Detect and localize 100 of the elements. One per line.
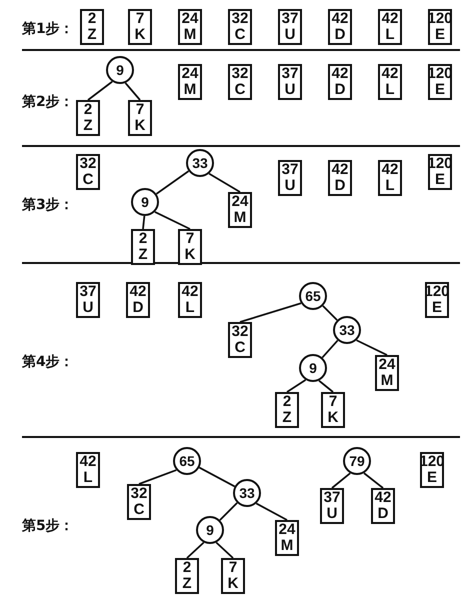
connector-line [154, 211, 190, 230]
leaf-box [76, 154, 100, 190]
node-text: Z [83, 118, 93, 134]
node-text: Z [87, 27, 97, 43]
node-text: D [334, 178, 346, 194]
leaf-box [425, 282, 449, 318]
node-text: 42 [382, 11, 398, 27]
node-text: 7 [136, 102, 144, 118]
node-text: C [234, 340, 246, 356]
weight-circle: 9 [196, 516, 224, 544]
node-text: 42 [382, 162, 398, 178]
leaf-box [178, 229, 202, 265]
connector-line [87, 80, 113, 101]
leaf-box [228, 64, 252, 100]
node-text: 2 [282, 394, 292, 410]
node-text: 7 [328, 394, 338, 410]
node-text: Z [138, 247, 148, 263]
node-text: C [82, 172, 94, 188]
weight-circle: 9 [106, 56, 134, 84]
node-text: 42 [382, 66, 398, 82]
connector-line [256, 502, 288, 521]
node-text: U [326, 506, 338, 522]
node-text: E [434, 27, 445, 43]
node-text: K [134, 118, 146, 134]
step-label: 第5步： [22, 517, 74, 535]
connector-line [138, 469, 177, 485]
node-text: M [184, 82, 196, 98]
node-text: C [134, 502, 144, 518]
connector-line [208, 172, 240, 193]
leaf-box [378, 64, 402, 100]
node-text: E [434, 82, 445, 98]
leaf-box [178, 282, 202, 318]
connector-line [240, 302, 302, 323]
node-text: 42 [332, 162, 348, 178]
node-text: 37 [282, 66, 298, 82]
connector-line [156, 170, 190, 195]
leaf-box [178, 64, 202, 100]
node-text: K [228, 576, 238, 592]
connector-line [286, 379, 306, 393]
step-label: 第3步： [22, 196, 74, 214]
leaf-box [378, 160, 402, 196]
leaf-box [127, 484, 151, 520]
node-text: U [284, 178, 296, 194]
weight-circle: 79 [343, 447, 371, 475]
weight-circle: 33 [233, 479, 261, 507]
leaf-box [128, 100, 152, 136]
node-text: 7 [136, 11, 144, 27]
node-text: L [385, 27, 395, 43]
leaf-box [228, 322, 252, 358]
leaf-box [80, 9, 104, 45]
leaf-box [328, 9, 352, 45]
connector-line [186, 542, 204, 559]
node-text: 2 [84, 102, 92, 118]
node-text: M [380, 373, 394, 389]
node-text: 24 [182, 66, 198, 82]
leaf-box [420, 452, 444, 488]
node-text: E [432, 300, 442, 316]
leaf-box [428, 9, 452, 45]
leaf-box [375, 355, 399, 391]
leaf-box [371, 488, 395, 524]
node-text: 7 [186, 231, 194, 247]
node-text: 42 [332, 11, 348, 27]
node-text: C [234, 27, 246, 43]
node-text: 37 [80, 284, 96, 300]
node-text: 42 [332, 66, 348, 82]
node-text: M [234, 210, 246, 226]
leaf-box [126, 282, 150, 318]
connector-line [331, 472, 351, 489]
node-text: M [280, 538, 294, 554]
node-text: C [234, 82, 246, 98]
node-text: 42 [130, 284, 146, 300]
leaf-box [128, 9, 152, 45]
node-text: 2 [138, 231, 148, 247]
node-text: U [82, 300, 94, 316]
weight-circle: 33 [333, 316, 361, 344]
leaf-box [275, 392, 299, 428]
node-text: 24 [378, 357, 396, 373]
connector-line [322, 305, 338, 321]
weight-circle: 9 [131, 188, 159, 216]
node-text: D [132, 300, 144, 316]
node-text: E [434, 172, 445, 188]
node-text: K [184, 247, 196, 263]
step-label: 第2步： [22, 93, 74, 111]
leaf-box [76, 452, 100, 488]
leaf-box [428, 64, 452, 100]
node-text: D [334, 27, 346, 43]
weight-circle: 33 [186, 149, 214, 177]
node-text: 42 [374, 490, 392, 506]
connector-line [124, 82, 141, 101]
weight-circle: 9 [299, 354, 327, 382]
node-text: U [284, 27, 296, 43]
node-text: 7 [228, 560, 238, 576]
node-text: L [385, 82, 395, 98]
node-text: 2 [88, 11, 96, 27]
node-text: D [378, 506, 388, 522]
connector-line [318, 380, 334, 393]
node-text: Z [182, 576, 192, 592]
leaf-box [278, 9, 302, 45]
node-text: K [328, 410, 338, 426]
node-text: 37 [324, 490, 340, 506]
